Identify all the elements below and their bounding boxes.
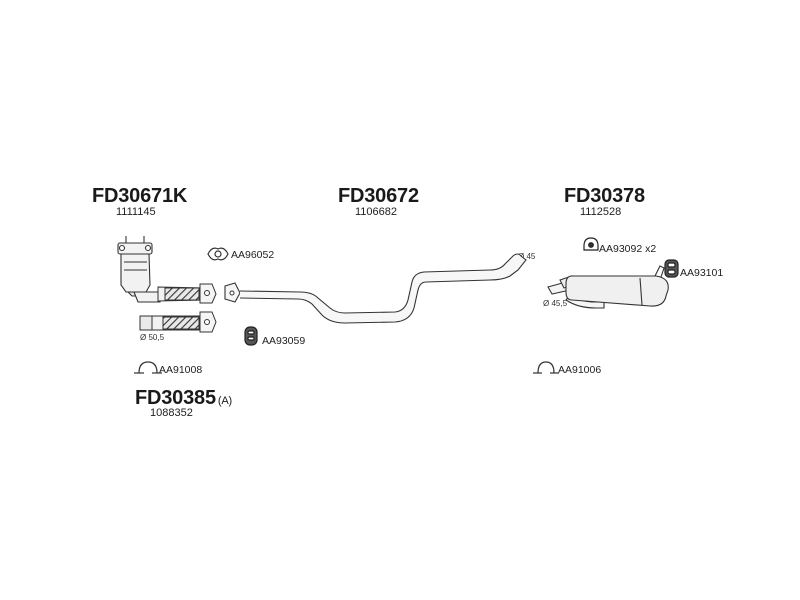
- part-label-aa93092: AA93092 x2: [599, 243, 657, 255]
- clamp-aa91006-icon[interactable]: [533, 361, 559, 374]
- dimension-label-45: Ø 45: [518, 252, 536, 261]
- hanger-aa93092-icon[interactable]: [583, 237, 599, 251]
- rubber-mount-aa93101-icon[interactable]: [664, 259, 679, 278]
- assembly-code-front-pipe-suffix: (A): [217, 395, 232, 407]
- assembly-code-rear-silencer: FD30378: [564, 185, 645, 207]
- part-label-aa91006: AA91006: [558, 364, 602, 376]
- assembly-ref-front-pipe: 1088352: [150, 407, 193, 419]
- catalytic-converter[interactable]: [117, 236, 161, 303]
- middle-pipe[interactable]: [224, 253, 527, 324]
- part-label-aa93059: AA93059: [262, 335, 306, 347]
- assembly-ref-middle-pipe: 1106682: [355, 206, 398, 218]
- gasket-aa96052-icon[interactable]: [207, 247, 229, 261]
- part-label-aa91008: AA91008: [159, 364, 203, 376]
- assembly-code-middle-pipe: FD30672: [338, 185, 419, 207]
- assembly-ref-rear-silencer: 1112528: [580, 206, 622, 218]
- rubber-ring-aa93059-icon[interactable]: [244, 326, 258, 346]
- assembly-ref-catalyst: 1111145: [116, 206, 156, 218]
- part-label-aa96052: AA96052: [231, 249, 275, 261]
- flex-pipe-upper[interactable]: [157, 283, 217, 304]
- assembly-code-front-pipe: FD30385(A): [135, 388, 232, 408]
- dimension-label-45-5: Ø 45,5: [543, 299, 568, 308]
- assembly-code-front-pipe-text: FD30385: [135, 387, 216, 409]
- dimension-label-50-5: Ø 50,5: [140, 333, 165, 342]
- rear-silencer[interactable]: [547, 265, 669, 309]
- part-label-aa93101: AA93101: [680, 267, 724, 279]
- assembly-code-catalyst: FD30671K: [92, 185, 188, 207]
- clamp-aa91008-icon[interactable]: [134, 361, 162, 374]
- flex-pipe-lower[interactable]: [139, 311, 217, 333]
